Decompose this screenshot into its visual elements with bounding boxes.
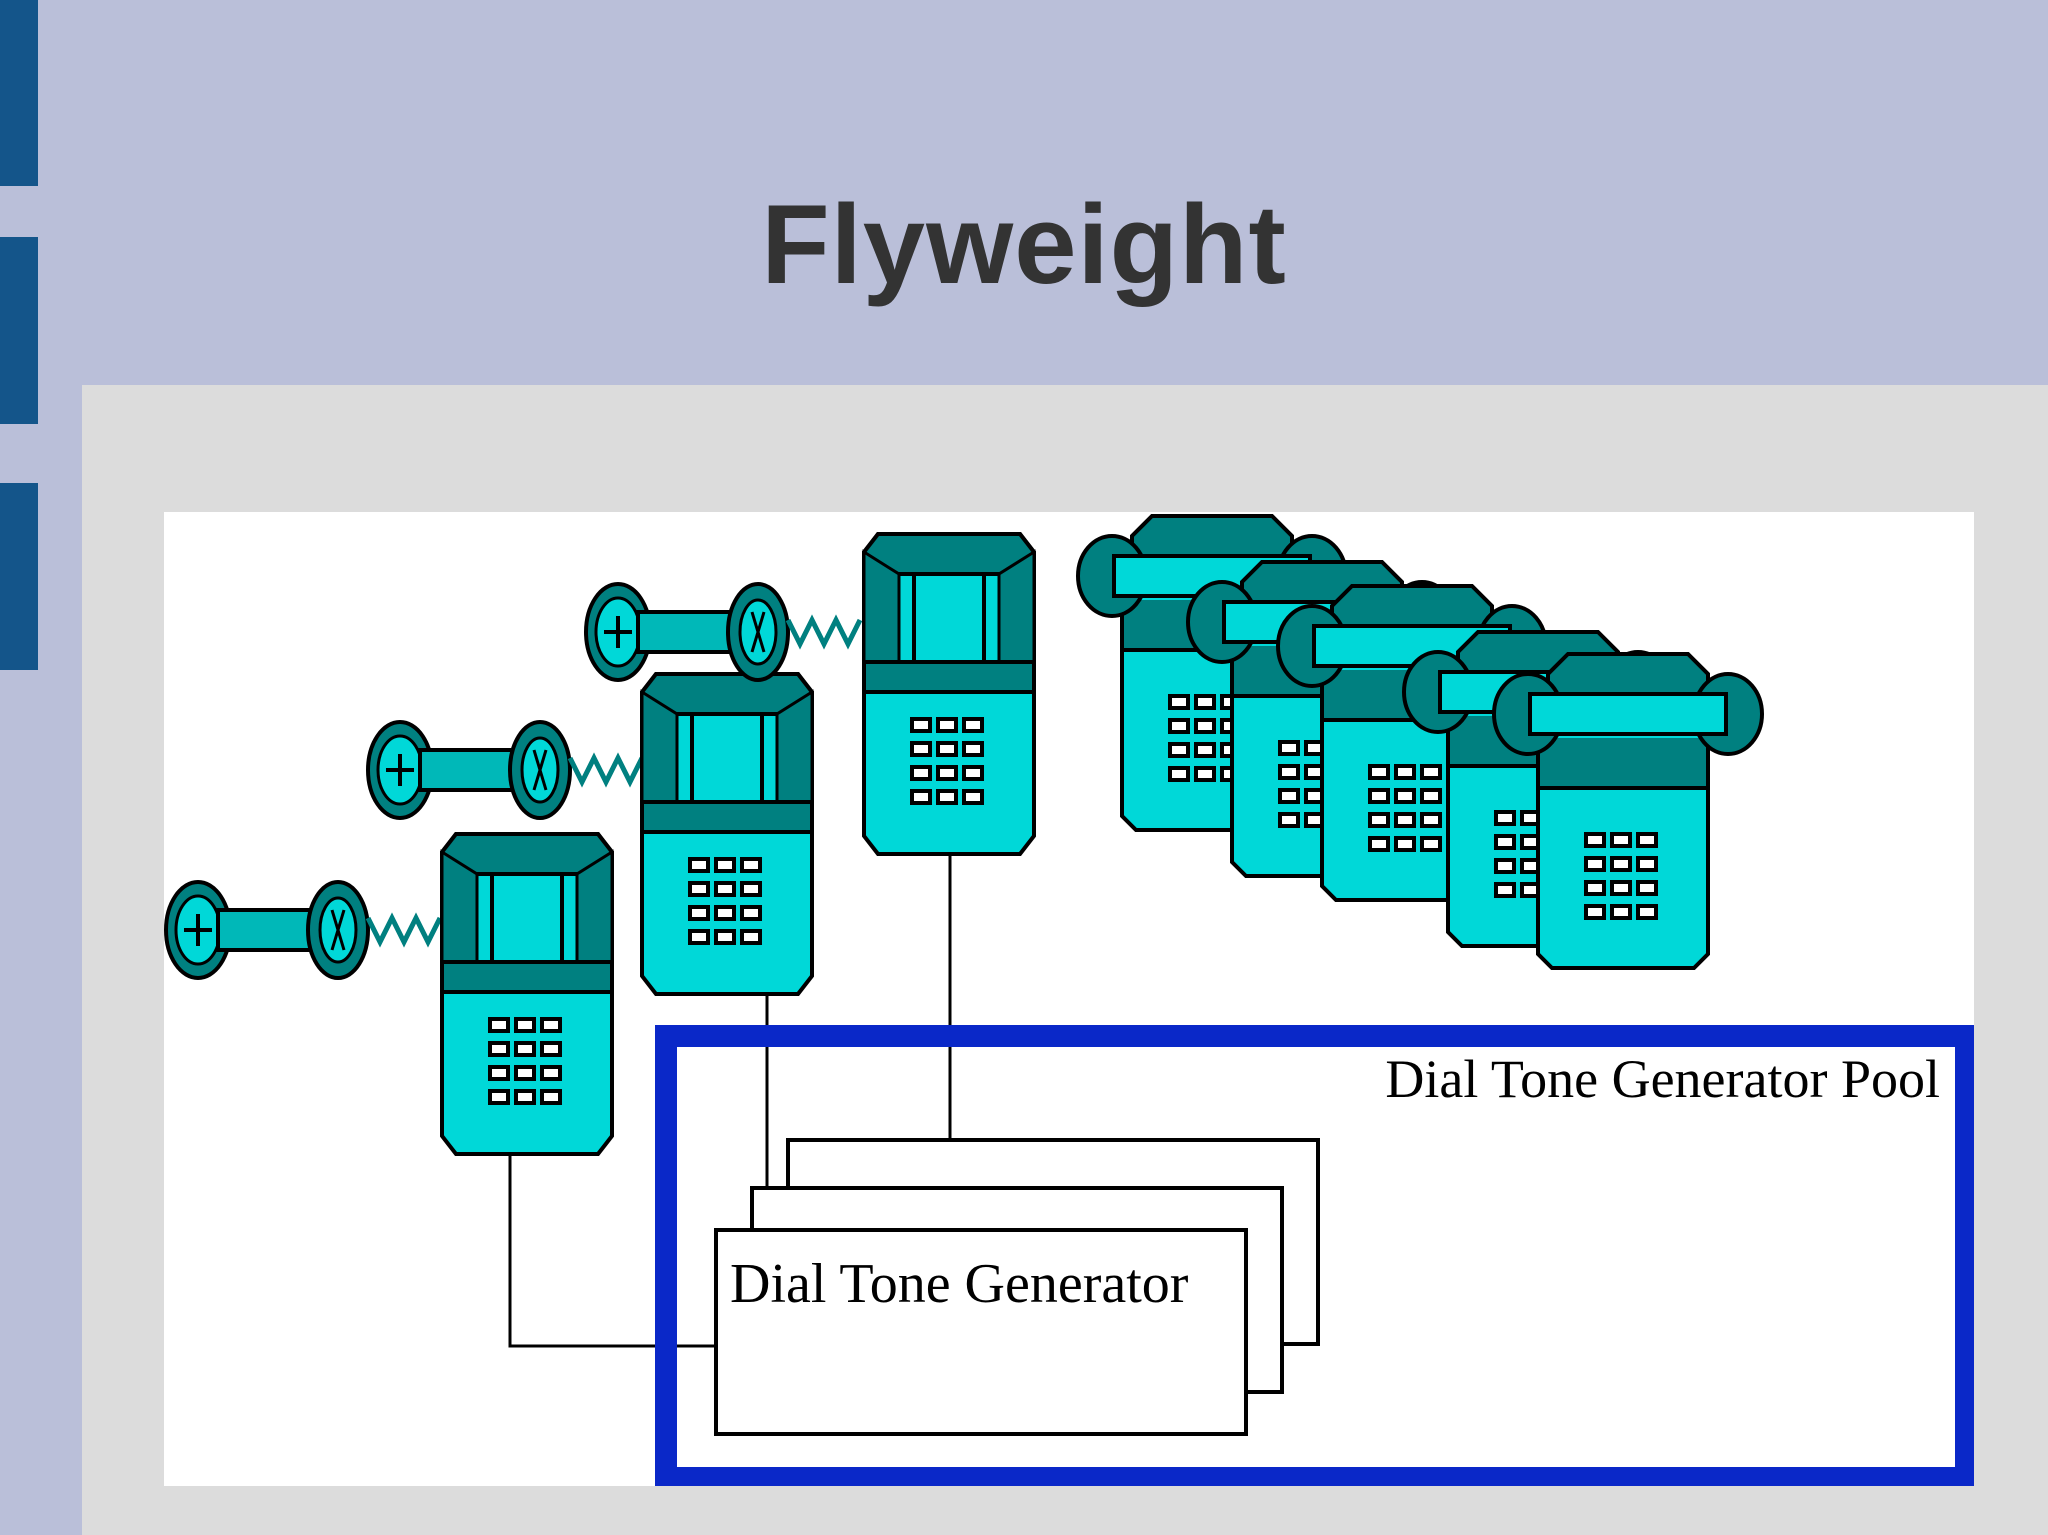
phone-group-left [166, 534, 1034, 1154]
handset-icon [586, 584, 860, 680]
slide-tab-3 [0, 483, 38, 670]
flyweight-diagram: Dial Tone Generator Pool Dial Tone Gener… [164, 512, 1974, 1486]
generator-label: Dial Tone Generator [730, 1253, 1189, 1315]
pool-box [655, 1025, 1974, 1486]
slide-tab-1 [0, 0, 38, 186]
phone-icon [864, 534, 1034, 854]
generator-box-front [714, 1228, 1248, 1436]
generator-stack: Dial Tone Generator [714, 1138, 1320, 1436]
slide-tab-2 [0, 237, 38, 424]
phone-group-right [1078, 516, 1762, 968]
phone-icon [642, 674, 812, 994]
handset-icon [166, 882, 440, 978]
connection-lines [508, 832, 952, 1348]
pool-label: Dial Tone Generator Pool [1385, 1049, 1940, 1109]
phone-icon [442, 834, 612, 1154]
slide-title: Flyweight [761, 182, 1287, 307]
handset-icon [368, 722, 642, 818]
